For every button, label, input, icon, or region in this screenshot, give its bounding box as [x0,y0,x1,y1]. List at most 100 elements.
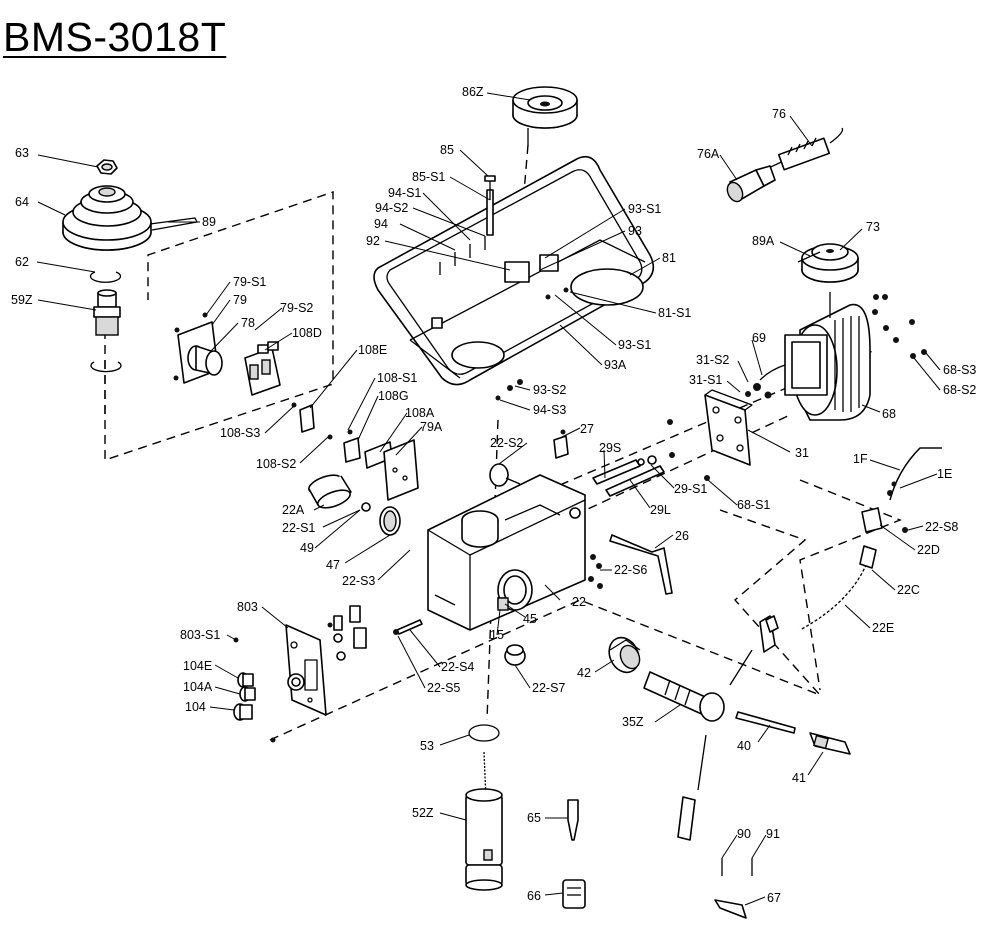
label-53: 53 [420,739,434,753]
part-79a-circuit-board [383,439,419,501]
part-65-arbor [567,799,579,841]
part-67-wedge [714,899,747,919]
label-45: 45 [523,612,537,626]
label-35z: 35Z [622,715,644,729]
part-59z-spindle-sleeve [93,289,121,336]
label-47: 47 [326,558,340,572]
label-85-s1: 85-S1 [412,170,445,184]
label-86z: 86Z [462,85,484,99]
label-91: 91 [766,827,780,841]
label-64: 64 [15,195,29,209]
label-1f: 1F [853,452,868,466]
part-22-s7-knob [504,644,526,666]
label-31: 31 [795,446,809,460]
label-73: 73 [866,220,880,234]
label-94-s1: 94-S1 [388,186,421,200]
part-47-gear-ring [379,506,401,536]
part-labels: 63 64 89 62 59Z 86Z 85 85-S1 94-S1 94-S2… [11,85,976,905]
label-68-s2: 68-S2 [943,383,976,397]
label-93-s1-top: 93-S1 [628,202,661,216]
part-49-washer [361,502,371,512]
part-40-arbor [735,711,796,734]
label-76: 76 [772,107,786,121]
label-92: 92 [366,234,380,248]
label-81: 81 [662,251,676,265]
label-93-s2: 93-S2 [533,383,566,397]
part-29l-shaft [605,455,665,497]
guard-small-fasteners [495,287,569,401]
part-1f-lamp-arm [887,447,942,501]
part-22-head-casting [427,474,586,631]
label-40: 40 [737,739,751,753]
label-1e: 1E [937,467,952,481]
label-49: 49 [300,541,314,555]
label-93a: 93A [604,358,627,372]
part-104-switches [233,637,276,743]
label-29l: 29L [650,503,671,517]
label-65: 65 [527,811,541,825]
part-26-handle [609,534,673,595]
part-22d-clamp [861,507,908,533]
label-22d: 22D [917,543,940,557]
label-22-s5: 22-S5 [427,681,460,695]
label-108-s1: 108-S1 [377,371,417,385]
label-94: 94 [374,217,388,231]
label-22: 22 [572,595,586,609]
label-29-s1: 29-S1 [674,482,707,496]
part-snap-ring-lower [90,361,122,373]
label-93-s1: 93-S1 [618,338,651,352]
label-89a: 89A [752,234,775,248]
part-66-chuck [562,879,586,909]
part-803-control-panel [285,624,327,716]
part-62-snap-ring [89,271,122,283]
part-69-motor-cord [759,364,786,381]
label-68-s1: 68-S1 [737,498,770,512]
label-27: 27 [580,422,594,436]
panel-knobs [327,605,367,661]
label-42: 42 [577,666,591,680]
label-85: 85 [440,143,454,157]
label-81-s1: 81-S1 [658,306,691,320]
label-76a: 76A [697,147,720,161]
part-42-bearing-cap [608,636,641,674]
part-108g-bracket [327,429,393,469]
label-22c: 22C [897,583,920,597]
label-79-s2: 79-S2 [280,301,313,315]
label-79a: 79A [420,420,443,434]
label-63: 63 [15,146,29,160]
part-64-spindle-pulley [62,185,198,251]
part-86z-knob [512,86,578,146]
label-59z: 59Z [11,293,33,307]
label-22-s2: 22-S2 [490,436,523,450]
part-41-drift [809,732,851,755]
label-68: 68 [882,407,896,421]
part-76a-cord-strain-relief [726,165,776,203]
label-108e: 108E [358,343,387,357]
label-22-s8: 22-S8 [925,520,958,534]
label-93: 93 [628,224,642,238]
label-22-s6: 22-S6 [614,563,647,577]
part-35z-quill [643,671,725,722]
part-22-s4-pins [393,619,423,635]
label-94-s3: 94-S3 [533,403,566,417]
label-66: 66 [527,889,541,903]
label-26: 26 [675,529,689,543]
part-lower-pin [677,734,707,841]
part-22a-collar [308,474,352,509]
label-78: 78 [241,316,255,330]
label-22e: 22E [872,621,894,635]
label-90: 90 [737,827,751,841]
part-27-gear [553,429,569,459]
part-15-45-feed-pinion [497,597,509,611]
label-52z: 52Z [412,806,434,820]
part-22-s6-screws [588,554,603,589]
label-29s: 29S [599,441,621,455]
part-76-power-cord [759,127,844,173]
label-803-s1: 803-S1 [180,628,220,642]
part-68-s1-bolt [667,419,710,481]
part-81-belt-guard [373,155,655,386]
page-title: BMS-3018T [3,14,227,60]
part-68-motor [784,292,927,421]
part-108e-relay [291,402,315,433]
label-67: 67 [767,891,781,905]
